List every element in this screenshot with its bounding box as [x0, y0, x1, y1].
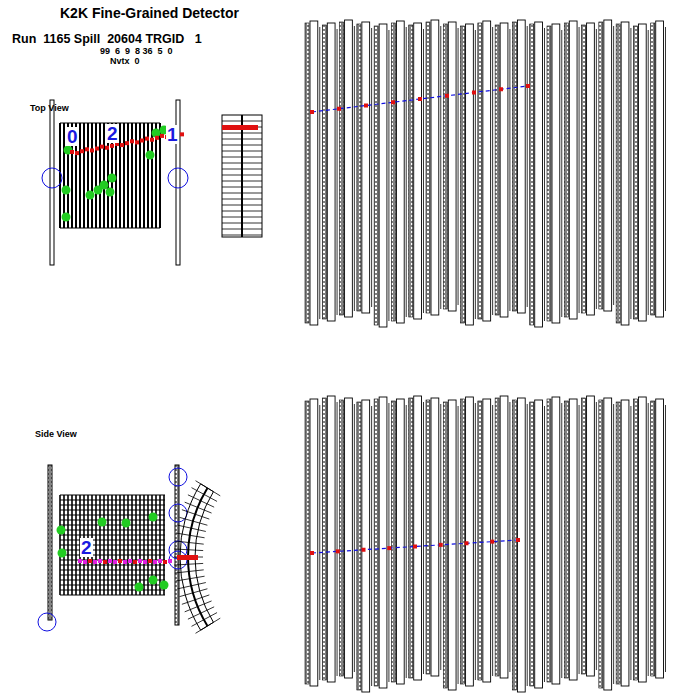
run-info: Run 1165 Spill 20604 TRGID 1	[12, 33, 202, 46]
detector-drawing	[38, 20, 665, 692]
callout-number: 2	[106, 124, 119, 143]
callout-number: 1	[166, 125, 179, 144]
callout-number: 2	[80, 538, 93, 557]
view-label: Side View	[35, 430, 77, 439]
callout-number: 0	[66, 127, 79, 146]
hit-counts: 99 6 9 8 36 5 0	[100, 47, 173, 56]
title: K2K Fine-Grained Detector	[60, 6, 239, 20]
vertex-count: Nvtx 0	[110, 57, 140, 66]
view-label: Top View	[30, 104, 69, 113]
